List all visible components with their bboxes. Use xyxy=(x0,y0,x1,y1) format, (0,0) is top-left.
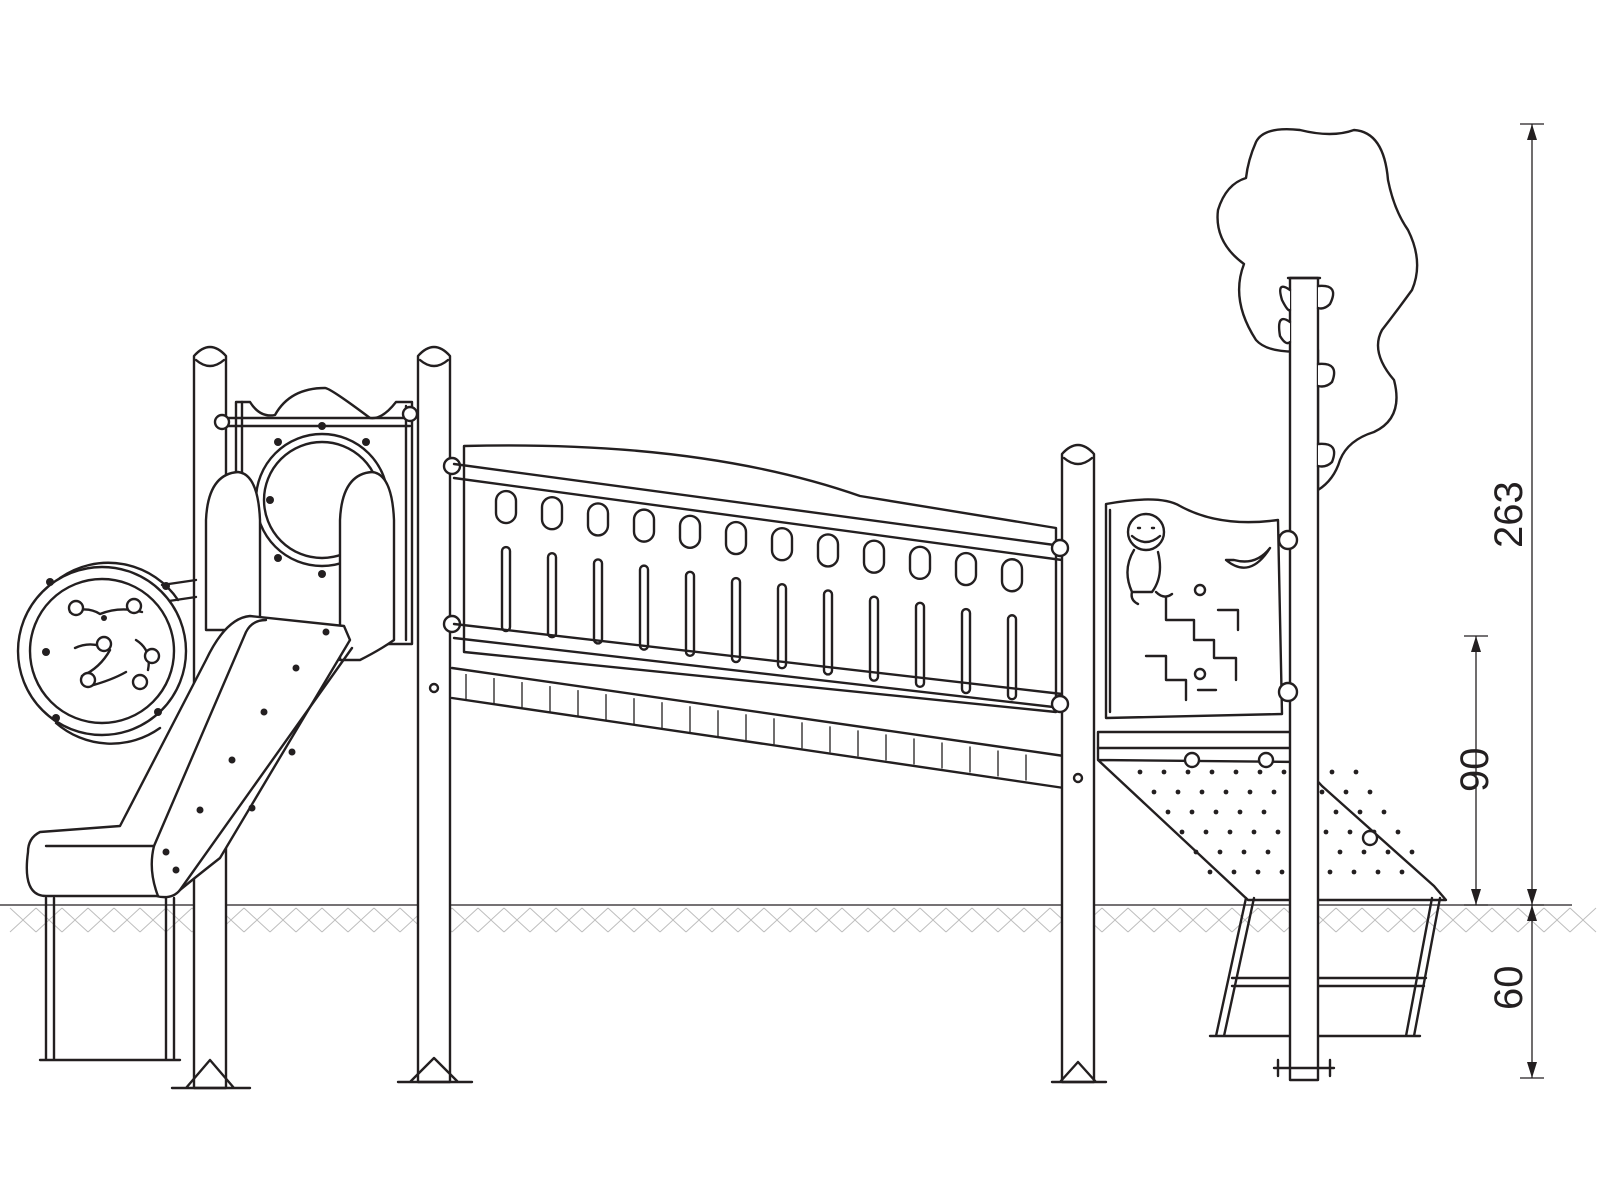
climbing-hold-dot xyxy=(1353,769,1359,775)
rail-vertical-slot xyxy=(960,607,972,695)
climbing-hold-dot xyxy=(1395,829,1401,835)
rail-vertical-slot xyxy=(1006,614,1018,701)
rail-vertical-slot xyxy=(776,583,788,670)
rail-vertical-slot xyxy=(822,589,834,676)
climbing-hold-dot xyxy=(1381,809,1387,815)
climbing-hold-dot xyxy=(1385,849,1391,855)
climbing-hold-dot xyxy=(1165,809,1171,815)
climbing-holds xyxy=(1137,769,1415,875)
climbing-hold-dot xyxy=(1241,849,1247,855)
rail-vertical-slot xyxy=(868,595,880,682)
rail-vertical-slot xyxy=(592,558,604,645)
climbing-hold-dot xyxy=(1375,869,1381,875)
climbing-hold-dot xyxy=(1265,849,1271,855)
climbing-hold-dot xyxy=(1257,769,1263,775)
climbing-hold-dot xyxy=(1361,849,1367,855)
rail-oval-slot xyxy=(770,527,794,562)
rail-vertical-slot xyxy=(638,564,650,651)
climbing-hold-dot xyxy=(1199,789,1205,795)
climbing-hold-dot xyxy=(1227,829,1233,835)
climbing-hold-dot xyxy=(1207,869,1213,875)
climbing-hold-dot xyxy=(1319,789,1325,795)
rail-oval-slot xyxy=(540,496,564,531)
dimension-platform-height-label: 90 xyxy=(1453,748,1497,793)
post-center-right xyxy=(1050,443,1108,1084)
rail-oval-slot xyxy=(862,539,886,574)
climbing-hold-dot xyxy=(1281,769,1287,775)
climbing-hold-dot xyxy=(1255,869,1261,875)
climbing-wall xyxy=(1096,730,1448,902)
dimension-total-height-label: 263 xyxy=(1487,481,1531,548)
climbing-wheel-panel xyxy=(16,561,198,745)
climbing-hold-dot xyxy=(1329,769,1335,775)
slide xyxy=(25,470,396,899)
post-right-tall xyxy=(1272,276,1336,1082)
climbing-hold-dot xyxy=(1175,789,1181,795)
rail-oval-slot xyxy=(632,508,656,543)
climbing-hold-dot xyxy=(1333,809,1339,815)
rail-vertical-slot xyxy=(500,545,512,633)
rail-oval-slot xyxy=(908,545,932,581)
climbing-hold-dot xyxy=(1237,809,1243,815)
climbing-hold-dot xyxy=(1179,829,1185,835)
climbing-hold-dot xyxy=(1261,809,1267,815)
climbing-hold-dot xyxy=(1203,829,1209,835)
rail-oval-slot xyxy=(724,520,748,556)
rail-vertical-slot xyxy=(546,552,558,639)
climbing-hold-dot xyxy=(1399,869,1405,875)
climbing-hold-dot xyxy=(1217,849,1223,855)
rail-oval-slot xyxy=(586,502,610,537)
climbing-hold-dot xyxy=(1409,849,1415,855)
monkey-icon xyxy=(1126,512,1174,606)
post-center-left xyxy=(396,345,474,1084)
climbing-hold-dot xyxy=(1189,809,1195,815)
ground xyxy=(0,904,1597,933)
monkey-play-panel xyxy=(1104,498,1284,720)
climbing-hold-dot xyxy=(1137,769,1143,775)
climbing-hold-dot xyxy=(1279,869,1285,875)
rail-oval-slot xyxy=(1000,558,1024,593)
rail-vertical-slot xyxy=(730,576,742,664)
climbing-hold-dot xyxy=(1231,869,1237,875)
climbing-hold-dot xyxy=(1275,829,1281,835)
rail-oval-slot xyxy=(494,489,518,525)
climbing-hold-dot xyxy=(1151,789,1157,795)
climbing-hold-dot xyxy=(1327,869,1333,875)
ground-hatch xyxy=(9,907,1597,933)
hatch-pattern xyxy=(9,907,1597,933)
climbing-hold-dot xyxy=(1251,829,1257,835)
bridge-ramp xyxy=(450,666,1066,790)
banana-icon xyxy=(1224,546,1272,569)
slide-foundation-frame xyxy=(38,896,182,1062)
rail-vertical-slot xyxy=(914,601,926,689)
climbing-hold-dot xyxy=(1247,789,1253,795)
climbing-hold-dot xyxy=(1323,829,1329,835)
maze-track xyxy=(1144,596,1240,702)
rail-slots xyxy=(494,489,1024,701)
rail-vertical-slot xyxy=(684,570,696,658)
rail-oval-slot xyxy=(678,514,702,550)
dimension-foundation-depth-label: 60 xyxy=(1487,966,1531,1011)
climbing-hold-dot xyxy=(1185,769,1191,775)
climbing-hold-dot xyxy=(1233,769,1239,775)
climbing-hold-dot xyxy=(1351,869,1357,875)
climbing-hold-dot xyxy=(1337,849,1343,855)
climbing-hold-dot xyxy=(1343,789,1349,795)
climbing-hold-dot xyxy=(1223,789,1229,795)
climbing-hold-dot xyxy=(1357,809,1363,815)
rail-oval-slot xyxy=(954,551,978,587)
dimension-lines xyxy=(1464,123,1544,1079)
climbing-hold-dot xyxy=(1161,769,1167,775)
rail-oval-slot xyxy=(816,533,840,568)
climbing-hold-dot xyxy=(1193,849,1199,855)
bridge-rail-panel xyxy=(452,444,1064,714)
climbing-hold-dot xyxy=(1213,809,1219,815)
climbing-hold-dot xyxy=(1347,829,1353,835)
climbing-hold-dot xyxy=(1271,789,1277,795)
bridge-treads xyxy=(465,674,1027,781)
climbing-hold-dot xyxy=(1367,789,1373,795)
climbing-hold-dot xyxy=(1209,769,1215,775)
